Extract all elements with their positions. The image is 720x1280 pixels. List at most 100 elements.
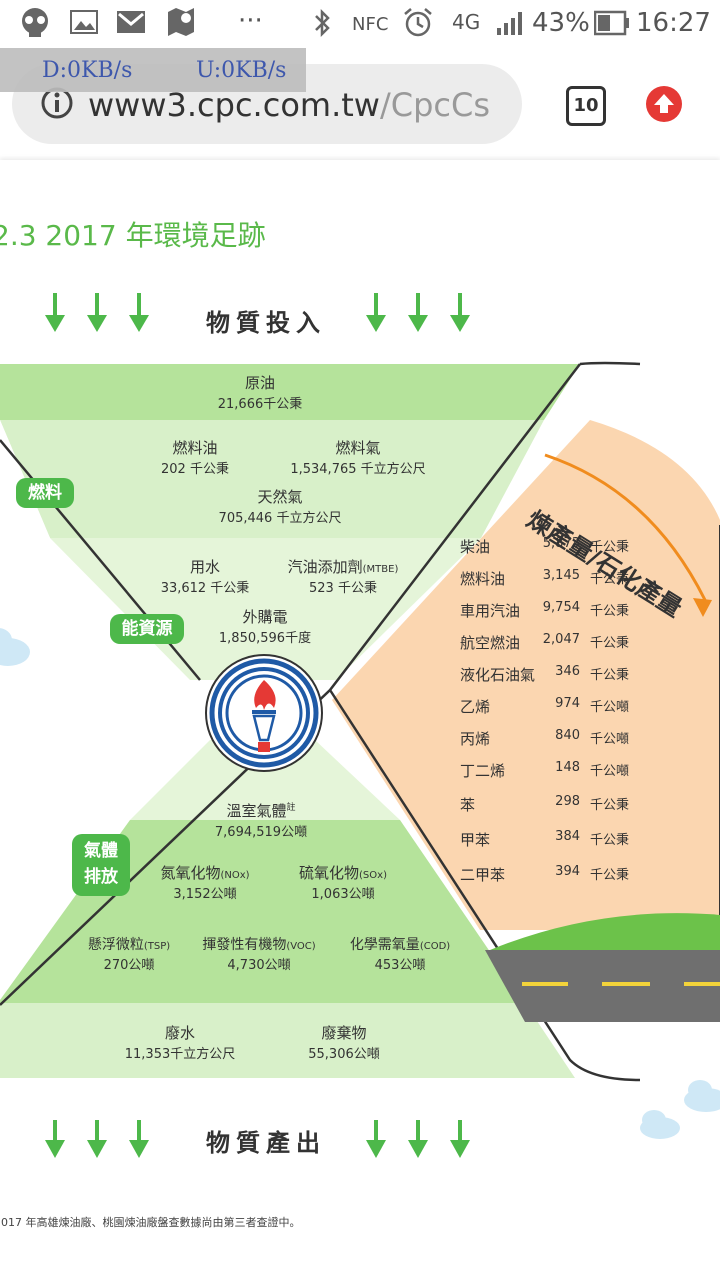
upload-button[interactable] [646, 86, 682, 122]
product-unit: 千公秉 [590, 604, 630, 619]
band-crude [0, 364, 580, 420]
ghg-value: 7,694,519公噸 [214, 825, 308, 840]
more-notifications-icon: ··· [238, 6, 263, 36]
product-name: 車用汽油 [460, 602, 521, 620]
emission-pill-line2: 排放 [84, 867, 118, 887]
cod-item: 化學需氧量(COD) 453公噸 [332, 934, 468, 973]
fuel-pill: 燃料 [16, 478, 74, 508]
waste-value: 55,306公噸 [308, 1047, 380, 1062]
alarm-icon [402, 6, 434, 45]
url-host: www3.cpc.com.tw [88, 86, 380, 124]
fuel-oil-value: 202 千公秉 [161, 462, 229, 477]
product-row: 乙烯 974 千公噸 [460, 696, 660, 718]
voc-label-small: (VOC) [286, 941, 316, 952]
clouds [0, 628, 720, 1139]
water-label: 用水 [189, 558, 220, 576]
product-name: 燃料油 [460, 570, 506, 588]
product-unit: 千公秉 [590, 833, 630, 848]
natural-gas-label: 天然氣 [257, 488, 303, 506]
product-row: 燃料油 3,145 千公秉 [460, 568, 660, 590]
product-unit: 千公噸 [590, 732, 630, 747]
waste-item: 廢棄物 55,306公噸 [284, 1022, 404, 1062]
water-item: 用水 33,612 千公秉 [140, 556, 270, 596]
status-bar: ··· NFC 4G 43% 16:27 [0, 0, 720, 50]
ghg-label: 溫室氣體 [226, 802, 287, 820]
tsp-label: 懸浮微粒 [87, 937, 144, 953]
product-unit: 千公秉 [590, 668, 630, 683]
image-icon [70, 10, 98, 41]
fuel-oil-label: 燃料油 [172, 439, 218, 457]
product-row: 液化石油氣 346 千公秉 [460, 664, 660, 686]
battery-percent: 43% [532, 8, 590, 38]
footnote: 2017 年高雄煉油廠、桃園煉油廠盤查數據尚由第三者查證中。 [0, 1216, 301, 1229]
sox-item: 硫氧化物(SOx) 1,063公噸 [278, 862, 408, 902]
band-fuel [0, 420, 544, 538]
emission-pill-line1: 氣體 [84, 841, 118, 861]
product-name: 液化石油氣 [460, 666, 536, 684]
page-title: 2.3 2017 年環境足跡 [0, 219, 266, 252]
product-value: 394 [555, 864, 580, 879]
maps-icon [166, 6, 196, 45]
mtbe-value: 523 千公秉 [309, 581, 377, 596]
product-value: 5,873 [542, 536, 580, 551]
mtbe-label-small: (MTBE) [362, 564, 399, 575]
battery-icon [593, 10, 630, 43]
energy-pill: 能資源 [110, 614, 184, 644]
fuel-gas-value: 1,534,765 千立方公尺 [290, 462, 426, 477]
product-unit: 千公噸 [590, 700, 630, 715]
cpc-logo-icon [205, 654, 323, 772]
product-row: 柴油 5,873 千公秉 [460, 536, 660, 558]
tsp-value: 270公噸 [103, 958, 155, 973]
cod-label-small: (COD) [419, 941, 451, 952]
product-unit: 千公秉 [590, 540, 630, 555]
power-item: 外購電 1,850,596千度 [190, 606, 340, 646]
crude-oil-item: 原油 21,666千公秉 [180, 372, 340, 412]
emission-pill: 氣體 排放 [72, 834, 130, 896]
band-air [0, 820, 525, 1003]
hill [490, 913, 720, 950]
ghg-item: 溫室氣體註 7,694,519公噸 [186, 800, 336, 840]
arrow-up-icon [654, 94, 674, 113]
product-value: 974 [555, 696, 580, 711]
arc-arrow-icon [693, 598, 712, 617]
product-name: 柴油 [460, 538, 491, 556]
ghg-note: 註 [286, 803, 296, 813]
fuel-gas-item: 燃料氣 1,534,765 千立方公尺 [268, 437, 448, 477]
voc-label: 揮發性有機物 [202, 937, 287, 953]
product-name: 航空燃油 [460, 634, 521, 652]
wastewater-item: 廢水 11,353千立方公尺 [120, 1022, 240, 1062]
band-ghg [130, 740, 400, 820]
product-value: 3,145 [542, 568, 580, 583]
crude-value: 21,666千公秉 [217, 397, 303, 412]
product-row: 二甲苯 394 千公秉 [460, 864, 660, 886]
nox-label-small: (NOx) [220, 870, 250, 881]
product-unit: 千公秉 [590, 572, 630, 587]
fuel-gas-label: 燃料氣 [335, 439, 381, 457]
product-value: 346 [555, 664, 580, 679]
tab-switcher-button[interactable]: 10 [566, 86, 606, 126]
sox-value: 1,063公噸 [311, 887, 375, 902]
tsp-label-small: (TSP) [143, 941, 171, 952]
footprint-diagram [0, 293, 720, 1158]
product-value: 2,047 [542, 632, 580, 647]
product-name: 乙烯 [460, 698, 491, 716]
tsp-item: 懸浮微粒(TSP) 270公噸 [70, 934, 188, 973]
product-name: 二甲苯 [460, 866, 506, 884]
product-unit: 千公秉 [590, 868, 630, 883]
sox-label-small: (SOx) [359, 870, 387, 881]
natural-gas-value: 705,446 千立方公尺 [218, 511, 342, 526]
product-unit: 千公秉 [590, 798, 630, 813]
wastewater-value: 11,353千立方公尺 [124, 1047, 236, 1062]
net-up: U:0KB/s [196, 58, 287, 83]
signal-icon [496, 10, 526, 43]
product-area [332, 420, 720, 930]
net-speed-overlay: D:0KB/s U:0KB/s [0, 48, 306, 92]
crude-label: 原油 [244, 374, 275, 392]
nox-value: 3,152公噸 [173, 887, 237, 902]
nfc-indicator: NFC [352, 14, 389, 35]
